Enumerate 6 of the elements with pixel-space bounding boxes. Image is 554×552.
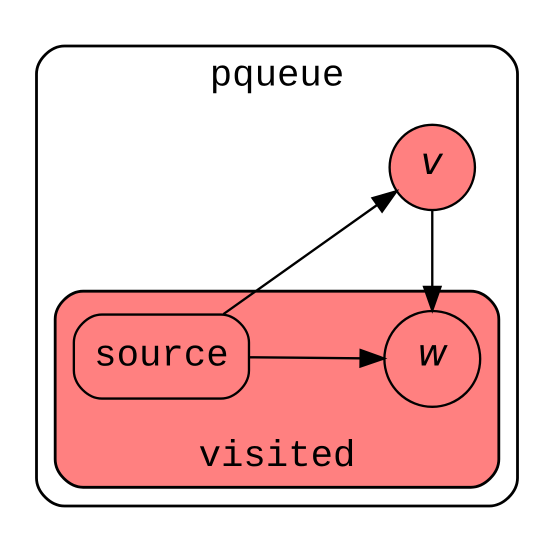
- node-box: source: [72, 313, 250, 400]
- node-circle: v: [388, 124, 476, 212]
- node-circle: w: [383, 310, 482, 408]
- arrow: [422, 210, 442, 314]
- arrow: [222, 189, 400, 316]
- arrow: [249, 348, 388, 368]
